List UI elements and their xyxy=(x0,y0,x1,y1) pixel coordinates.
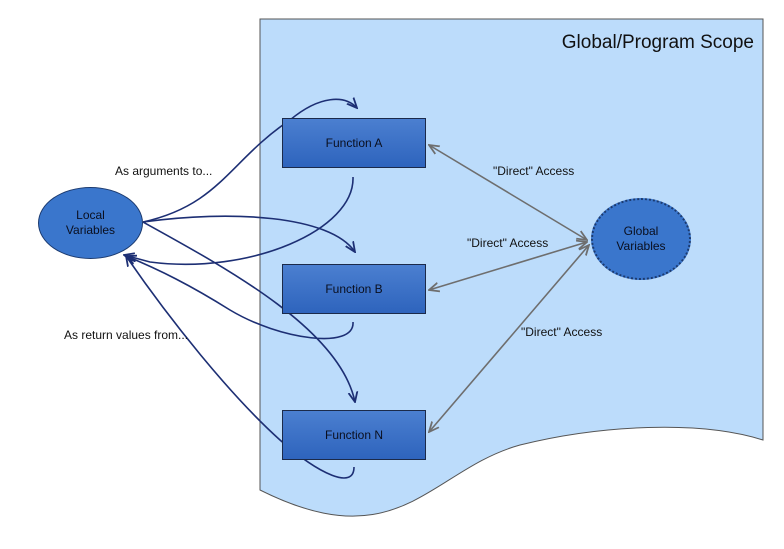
arguments-label: As arguments to... xyxy=(115,164,213,178)
direct-access-arrow-n xyxy=(429,245,589,432)
local-variables-line2: Variables xyxy=(65,223,116,237)
return-curve-b xyxy=(126,256,354,340)
function-n-box: Function N xyxy=(282,410,426,460)
local-variables-line1: Local xyxy=(76,208,105,222)
return-curve-a xyxy=(124,176,354,266)
global-variables-line2: Variables xyxy=(616,239,666,253)
scope-title: Global/Program Scope xyxy=(561,32,754,53)
function-a-box: Function A xyxy=(282,118,426,168)
direct-access-label-b: "Direct" Access xyxy=(467,236,549,250)
direct-access-label-n: "Direct" Access xyxy=(521,325,603,339)
return-values-label: As return values from... xyxy=(64,328,189,342)
local-variables-node: Local Variables xyxy=(38,187,143,259)
argument-curve-n xyxy=(142,221,355,402)
argument-curve-b xyxy=(142,215,355,252)
global-variables-node: Global Variables xyxy=(591,198,691,280)
direct-access-arrow-a xyxy=(429,145,587,240)
function-b-box: Function B xyxy=(282,264,426,314)
argument-curve-a xyxy=(142,99,357,223)
direct-access-label-a: "Direct" Access xyxy=(493,164,575,178)
return-curve-n xyxy=(126,256,355,479)
global-variables-line1: Global xyxy=(623,224,659,238)
